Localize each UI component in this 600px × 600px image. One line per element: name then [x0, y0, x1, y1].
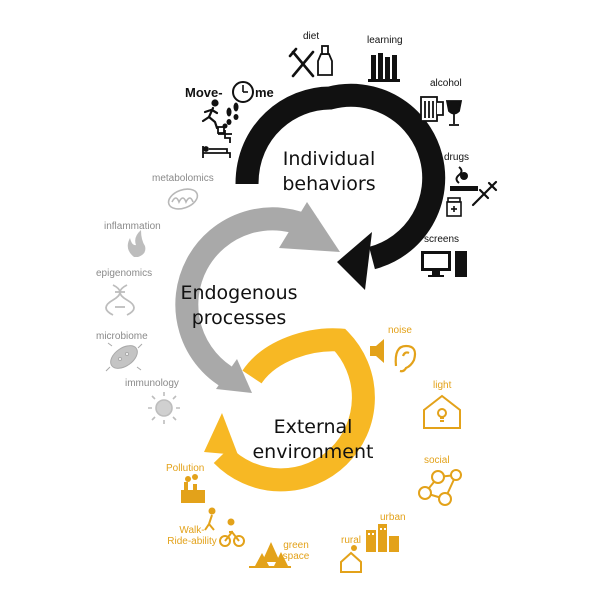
house-light-icon: [423, 394, 461, 429]
endogenous-title-line2: processes: [191, 307, 287, 329]
syringe-icon: [471, 180, 498, 207]
ear-icon: [394, 344, 417, 373]
light-label: light: [433, 380, 452, 391]
noise-label: noise: [388, 325, 412, 336]
walk-ride-line1: Walk-: [179, 525, 205, 536]
clock-icon: [232, 81, 254, 103]
external-cycle-arrow: [204, 328, 375, 492]
green-space-line1: green: [283, 540, 309, 551]
alcohol-label: alcohol: [430, 78, 462, 89]
drugs-label: drugs: [444, 152, 470, 163]
green-space-label: green space: [279, 540, 313, 562]
inflammation-label: inflammation: [104, 221, 161, 232]
metabolomics-label: metabolomics: [152, 173, 214, 184]
pollution-label: Pollution: [166, 463, 205, 474]
rural-house-icon: [340, 545, 362, 573]
social-label: social: [424, 455, 450, 466]
move-me-suffix-label: me: [255, 85, 274, 100]
move-me-prefix-label: Move-: [185, 85, 223, 100]
rural-label: rural: [341, 535, 362, 546]
footprints-icon: [226, 102, 239, 125]
individual-cycle-arrow: [235, 83, 446, 290]
walk-bike-icon: [204, 507, 245, 547]
walk-ride-line2: Ride-ability: [167, 536, 217, 547]
computer-icon: [421, 251, 467, 277]
pill-bottle-icon: [446, 197, 462, 217]
epigenomics-label: epigenomics: [96, 268, 153, 279]
buildings-icon: [366, 524, 399, 552]
virus-icon: [148, 392, 180, 424]
diet-label: diet: [303, 31, 320, 42]
learning-label: learning: [367, 35, 403, 46]
endogenous-title-line1: Endogenous: [180, 282, 298, 304]
endogenous-cycle-arrow: [175, 202, 340, 393]
urban-label: urban: [380, 512, 406, 523]
books-icon: [368, 53, 400, 82]
runner-icon: [201, 99, 219, 130]
trees-icon: [249, 542, 291, 568]
bed-icon: [202, 146, 231, 158]
individual-title-line1: Individual: [282, 148, 376, 170]
external-environment-title: External environment: [243, 415, 383, 465]
smoking-icon: [450, 166, 478, 191]
beer-icon: [420, 96, 444, 122]
mitochondria-icon: [167, 188, 199, 210]
screens-label: screens: [424, 234, 460, 245]
bottle-icon: [317, 45, 333, 76]
desk-worker-icon: [217, 123, 232, 143]
walk-ride-ability-label: Walk- Ride-ability: [162, 525, 222, 547]
immunology-label: immunology: [125, 378, 179, 389]
network-icon: [418, 469, 462, 506]
external-title-line1: External: [273, 416, 353, 438]
bacteria-icon: [105, 342, 143, 372]
flame-icon: [127, 230, 146, 257]
speaker-icon: [370, 339, 384, 363]
green-space-line2: space: [282, 551, 310, 562]
fork-knife-icon: [288, 47, 315, 78]
wine-glass-icon: [445, 100, 463, 126]
factory-icon: [181, 474, 205, 503]
individual-title-line2: behaviors: [282, 173, 376, 195]
dna-icon: [105, 284, 135, 316]
endogenous-processes-title: Endogenous processes: [176, 281, 302, 331]
external-title-line2: environment: [252, 441, 374, 463]
individual-behaviors-title: Individual behaviors: [270, 147, 388, 197]
microbiome-label: microbiome: [96, 331, 148, 342]
